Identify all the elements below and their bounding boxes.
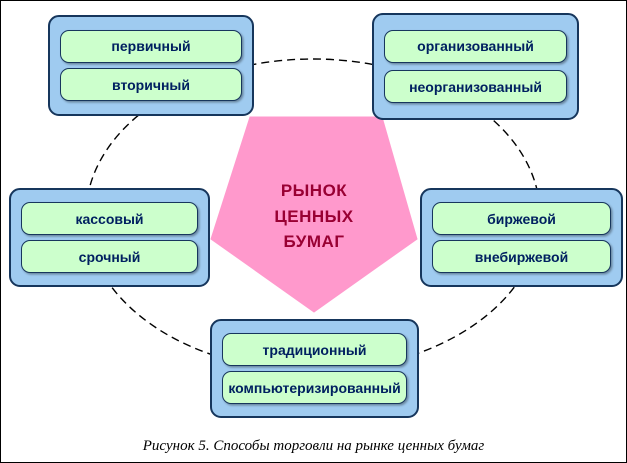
pentagon-shape [210, 116, 418, 313]
center-title-line: БУМАГ [283, 232, 345, 251]
diagram-node: организованный [384, 29, 567, 63]
diagram-node: компьютеризированный [222, 371, 407, 404]
group-left: кассовый срочный [9, 188, 210, 287]
diagram-node: первичный [60, 29, 242, 63]
diagram-node: неорганизованный [384, 70, 567, 104]
diagram-node: традиционный [222, 333, 407, 366]
center-title: РЫНОК ЦЕННЫХ БУМАГ [239, 178, 389, 255]
group-top-left: первичный вторичный [48, 15, 254, 116]
figure-caption: Рисунок 5. Способы торговли на рынке цен… [142, 438, 485, 454]
group-top-right: организованный неорганизованный [372, 13, 579, 120]
diagram-node: вторичный [60, 68, 242, 102]
group-right: биржевой внебиржевой [420, 188, 623, 287]
diagram-node: кассовый [21, 202, 198, 235]
diagram-node: внебиржевой [432, 240, 611, 273]
group-bottom: традиционный компьютеризированный [210, 319, 419, 418]
diagram-node: срочный [21, 240, 198, 273]
diagram-node: биржевой [432, 202, 611, 235]
center-title-line: РЫНОК [280, 181, 348, 200]
center-title-line: ЦЕННЫХ [274, 206, 354, 226]
